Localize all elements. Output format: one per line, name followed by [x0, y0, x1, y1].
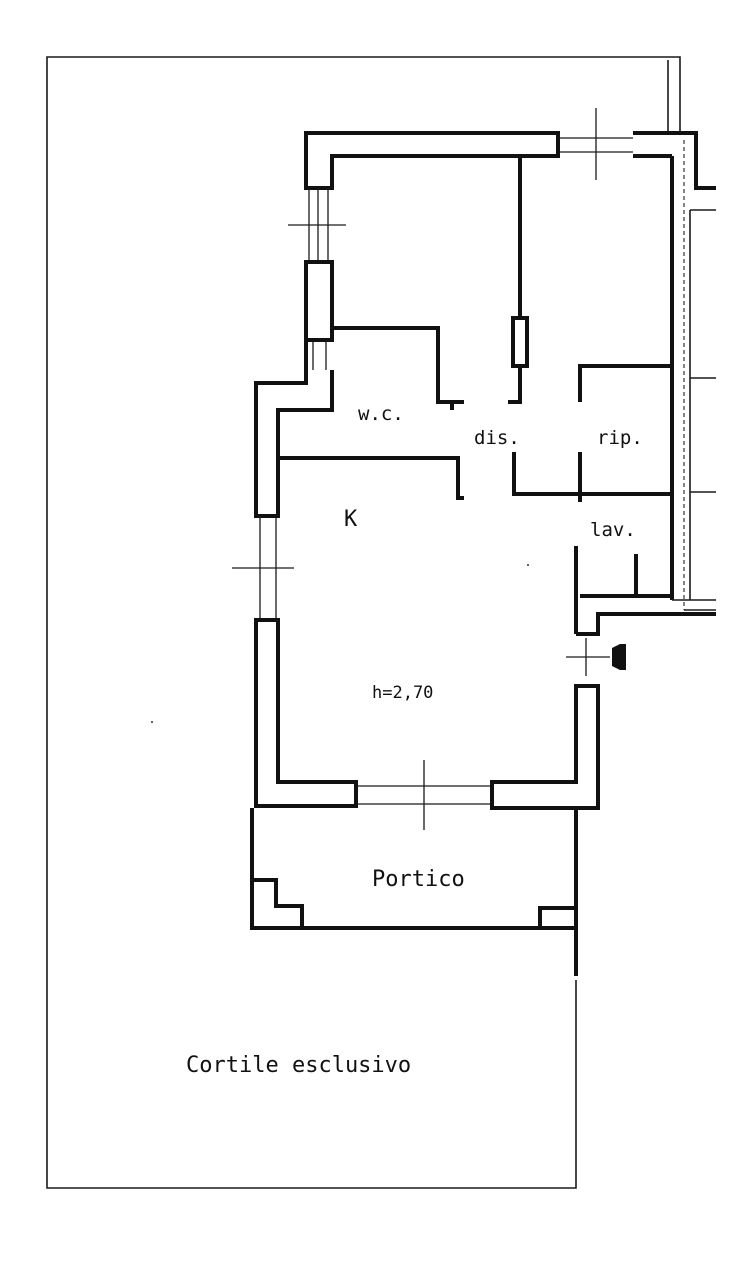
- label-kitchen: K: [344, 507, 358, 532]
- label-wc: w.c.: [358, 403, 404, 425]
- label-portico: Portico: [372, 867, 465, 892]
- stray-marks: [151, 564, 529, 723]
- interior-walls: [278, 156, 672, 598]
- exterior-walls: [232, 131, 716, 830]
- label-lav: lav.: [590, 519, 636, 541]
- right-neighbour-walls: [670, 140, 716, 611]
- portico-walls: [250, 808, 578, 976]
- courtyard-boundary: [46, 56, 681, 1189]
- label-rip: rip.: [597, 427, 643, 449]
- label-height: h=2,70: [372, 683, 433, 703]
- label-courtyard: Cortile esclusivo: [186, 1053, 411, 1078]
- top-window: [558, 108, 633, 180]
- label-dis: dis.: [474, 427, 520, 449]
